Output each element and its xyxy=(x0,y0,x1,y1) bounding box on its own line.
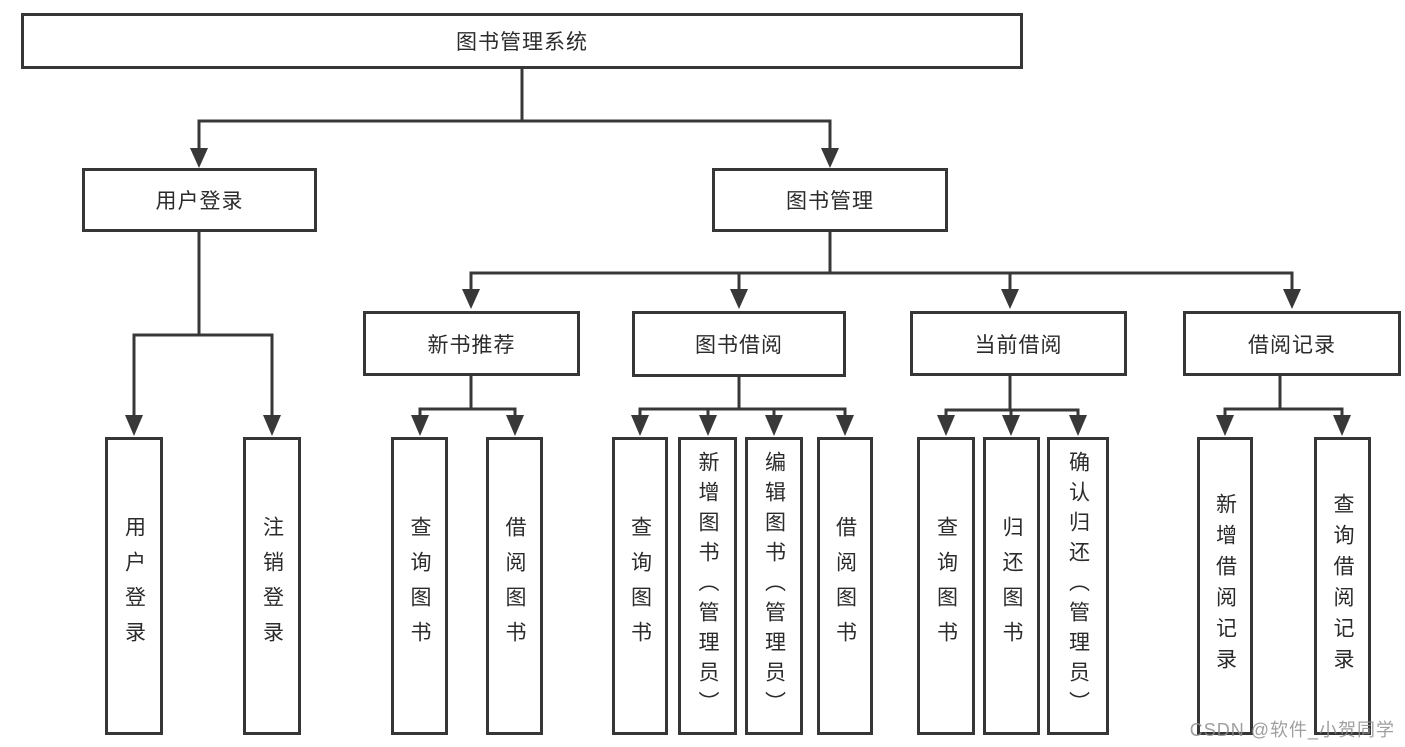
leaf-add-borrow-record: 新增借阅记录 xyxy=(1197,437,1253,735)
leaf-query-books-recommend: 查询图书 xyxy=(391,437,448,735)
csdn-watermark: CSDN @软件_小贺同学 xyxy=(1189,720,1395,740)
arrowhead xyxy=(836,415,854,436)
leaf-label: 用户登录 xyxy=(122,516,146,656)
connector-line xyxy=(132,333,274,418)
leaf-query-borrow-record: 查询借阅记录 xyxy=(1314,437,1371,735)
arrowhead xyxy=(411,415,429,436)
node-book-management: 图书管理 xyxy=(712,168,948,232)
arrowhead xyxy=(190,148,208,168)
leaf-return-book: 归还图书 xyxy=(983,437,1040,735)
arrowhead xyxy=(506,415,524,436)
node-new-book-recommend: 新书推荐 xyxy=(363,311,580,376)
arrowhead xyxy=(1001,289,1019,309)
node-current-borrowing: 当前借阅 xyxy=(910,311,1127,376)
leaf-label: 查询借阅记录 xyxy=(1331,493,1354,679)
node-label: 用户登录 xyxy=(155,190,244,213)
arrowhead xyxy=(730,289,748,309)
node-label: 图书管理 xyxy=(786,190,874,213)
leaf-label: 新增借阅记录 xyxy=(1213,493,1237,679)
node-label: 图书管理系统 xyxy=(456,31,588,54)
connector-line xyxy=(418,407,517,420)
leaf-label: 编辑图书（管理员） xyxy=(762,451,786,721)
leaf-add-book-admin: 新增图书（管理员） xyxy=(678,437,737,735)
arrowhead xyxy=(462,289,480,309)
leaf-borrow-books: 借阅图书 xyxy=(817,437,873,735)
node-label: 当前借阅 xyxy=(974,333,1063,357)
leaf-label: 借阅图书 xyxy=(833,516,857,656)
leaf-label: 查询图书 xyxy=(408,516,431,656)
arrowhead xyxy=(1333,415,1351,436)
leaf-label: 查询图书 xyxy=(934,516,958,656)
node-label: 借阅记录 xyxy=(1248,333,1336,357)
arrowhead xyxy=(263,415,281,436)
arrowhead xyxy=(937,415,955,436)
leaf-label: 归还图书 xyxy=(1000,516,1023,656)
arrowhead xyxy=(1002,415,1020,436)
node-label: 新书推荐 xyxy=(427,333,516,357)
leaf-query-books-borrowing: 查询图书 xyxy=(612,437,668,735)
connector-line xyxy=(469,271,1294,292)
leaf-query-books-current: 查询图书 xyxy=(917,437,975,735)
leaf-label: 新增图书（管理员） xyxy=(696,451,719,721)
arrowhead xyxy=(1069,415,1087,436)
connector-line xyxy=(638,407,847,420)
leaf-edit-book-admin: 编辑图书（管理员） xyxy=(745,437,803,735)
arrowhead xyxy=(821,148,839,168)
node-root-library-system: 图书管理系统 xyxy=(21,13,1023,69)
node-label: 图书借阅 xyxy=(695,334,783,357)
arrowhead xyxy=(631,415,649,436)
node-book-borrowing: 图书借阅 xyxy=(632,311,846,377)
node-user-login: 用户登录 xyxy=(82,168,317,232)
node-borrowing-records: 借阅记录 xyxy=(1183,311,1401,376)
arrowhead xyxy=(1216,415,1234,436)
arrowhead xyxy=(125,415,143,436)
arrowhead xyxy=(765,415,783,436)
leaf-confirm-return-admin: 确认归还（管理员） xyxy=(1047,437,1109,735)
leaf-label: 借阅图书 xyxy=(503,516,526,656)
connector-line xyxy=(197,119,832,150)
connector-line xyxy=(1223,407,1344,420)
arrowhead xyxy=(1283,289,1301,309)
leaf-label: 查询图书 xyxy=(628,516,652,656)
leaf-label: 确认归还（管理员） xyxy=(1066,451,1090,721)
leaf-logout: 注销登录 xyxy=(243,437,301,735)
connector-line xyxy=(944,408,1080,420)
leaf-borrow-books-recommend: 借阅图书 xyxy=(486,437,543,735)
leaf-label: 注销登录 xyxy=(260,516,284,656)
arrowhead xyxy=(699,415,717,436)
leaf-user-login: 用户登录 xyxy=(105,437,163,735)
